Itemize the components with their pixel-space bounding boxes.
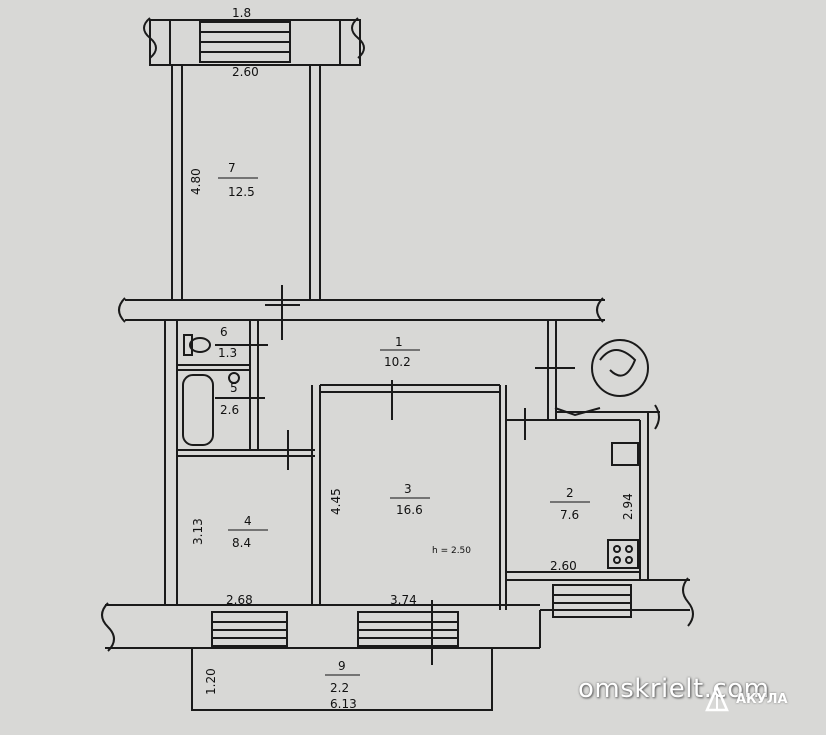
kitchen-sink-icon (611, 442, 639, 466)
room-5-area: 2.6 (220, 403, 239, 417)
stair-mark (591, 339, 649, 397)
room-4-number: 4 (244, 514, 252, 528)
room-2-area: 7.6 (560, 508, 579, 522)
balcony-9-area: 2.2 (330, 681, 349, 695)
toilet-icon (189, 337, 211, 353)
brand-label: АКУЛА (736, 692, 788, 707)
balcony-9-outline (191, 647, 493, 711)
dim-room3-depth: 4.45 (329, 488, 343, 515)
bathtub-icon (182, 374, 214, 446)
left-wall (164, 320, 178, 605)
room-1-number: 1 (395, 335, 403, 349)
room-6-area: 1.3 (218, 346, 237, 360)
top-balcony-area: 1.8 (232, 6, 251, 20)
watermark: omskrielt.com (578, 674, 770, 704)
top-balcony (143, 17, 365, 66)
dim-room2-width: 2.60 (550, 559, 577, 573)
room-6-number: 6 (220, 325, 228, 339)
room-3-number: 3 (404, 482, 412, 496)
room-5-number: 5 (230, 381, 238, 395)
middle-wall (118, 285, 605, 340)
toilet-tank (183, 334, 193, 356)
dim-room4-width: 2.68 (226, 593, 253, 607)
room-7-outline (171, 65, 321, 300)
room-2-outline (506, 320, 694, 627)
ceiling-height: h = 2.50 (432, 546, 471, 556)
sink-icon (228, 372, 240, 384)
dim-room4-depth: 3.13 (191, 518, 205, 545)
dim-balcony-width: 6.13 (330, 697, 357, 711)
room-4-outline (177, 430, 315, 470)
shark-logo-icon (705, 684, 729, 712)
room-1-area: 10.2 (384, 355, 411, 369)
dim-room7-depth: 4.80 (189, 168, 203, 195)
room-5-outline (177, 369, 265, 446)
room-2-number: 2 (566, 486, 574, 500)
window-room-2 (552, 584, 632, 618)
dim-balcony-depth: 1.20 (204, 668, 218, 695)
room-6-outline (177, 320, 268, 450)
room-4-area: 8.4 (232, 536, 251, 550)
room-7-number: 7 (228, 161, 236, 175)
dim-room3-width: 3.74 (390, 593, 417, 607)
room-7-area: 12.5 (228, 185, 255, 199)
dim-room2-depth: 2.94 (621, 493, 635, 520)
balcony-9-number: 9 (338, 659, 346, 673)
room-3-area: 16.6 (396, 503, 423, 517)
dim-top-width: 2.60 (232, 65, 259, 79)
stove-icon (607, 539, 639, 569)
